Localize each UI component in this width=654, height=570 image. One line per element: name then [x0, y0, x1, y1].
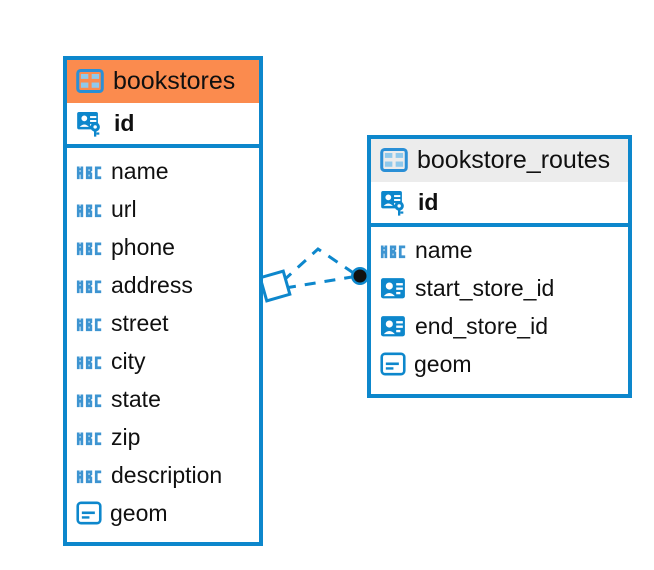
field-row[interactable]: city: [67, 342, 259, 380]
field-label: geom: [414, 350, 472, 377]
abc-text-icon: [76, 351, 103, 371]
field-label: street: [111, 309, 169, 336]
field-row-primary-key[interactable]: id: [67, 103, 259, 148]
abc-text-icon: [76, 427, 103, 447]
field-label-primary-key: id: [114, 109, 135, 136]
field-row[interactable]: phone: [67, 228, 259, 266]
abc-text-icon: [76, 389, 103, 409]
table-icon: [76, 67, 104, 95]
field-row[interactable]: street: [67, 304, 259, 342]
abc-text-icon: [380, 240, 407, 260]
abc-text-icon: [76, 313, 103, 333]
field-label: name: [111, 157, 169, 184]
entity-table-bookstores[interactable]: bookstores id: [63, 56, 263, 546]
foreign-key-icon: [380, 275, 407, 302]
abc-text-icon: [76, 465, 103, 485]
field-label: state: [111, 385, 161, 412]
field-label: zip: [111, 423, 141, 450]
field-label-primary-key: id: [418, 188, 439, 215]
field-row[interactable]: state: [67, 380, 259, 418]
entity-header-bookstores[interactable]: bookstores: [67, 60, 259, 103]
geometry-icon: [380, 352, 406, 376]
field-row[interactable]: name: [371, 231, 628, 269]
field-row[interactable]: description: [67, 456, 259, 494]
entity-title-bookstores: bookstores: [113, 66, 236, 95]
field-label: city: [111, 347, 146, 374]
field-label: url: [111, 195, 137, 222]
field-row[interactable]: name: [67, 152, 259, 190]
abc-text-icon: [76, 199, 103, 219]
field-row-primary-key[interactable]: id: [371, 182, 628, 227]
field-row[interactable]: url: [67, 190, 259, 228]
abc-text-icon: [76, 161, 103, 181]
field-row[interactable]: geom: [371, 345, 628, 383]
field-label: address: [111, 271, 193, 298]
table-icon: [380, 146, 408, 174]
foreign-key-icon: [380, 313, 407, 340]
field-label: description: [111, 461, 223, 488]
field-label: start_store_id: [415, 274, 555, 301]
field-list-bookstores: name url: [67, 148, 259, 538]
primary-key-icon: [76, 108, 106, 138]
field-row[interactable]: geom: [67, 494, 259, 532]
relationship-diamond-marker[interactable]: [258, 269, 292, 303]
relationship-line-upper: [281, 247, 356, 283]
field-row[interactable]: end_store_id: [371, 307, 628, 345]
entity-header-bookstore-routes[interactable]: bookstore_routes: [371, 139, 628, 182]
field-label: end_store_id: [415, 312, 548, 339]
abc-text-icon: [76, 237, 103, 257]
field-list-bookstore-routes: name start_store_id: [371, 227, 628, 389]
field-label: phone: [111, 233, 175, 260]
field-row[interactable]: start_store_id: [371, 269, 628, 307]
entity-table-bookstore-routes[interactable]: bookstore_routes: [367, 135, 632, 398]
abc-text-icon: [76, 275, 103, 295]
primary-key-icon: [380, 187, 410, 217]
field-row[interactable]: zip: [67, 418, 259, 456]
field-label: name: [415, 236, 473, 263]
geometry-icon: [76, 501, 102, 525]
relationship-circle-marker[interactable]: [351, 267, 369, 285]
entity-title-bookstore-routes: bookstore_routes: [417, 145, 611, 174]
relationship-line-lower: [284, 275, 353, 290]
field-row[interactable]: address: [67, 266, 259, 304]
field-label: geom: [110, 499, 168, 526]
